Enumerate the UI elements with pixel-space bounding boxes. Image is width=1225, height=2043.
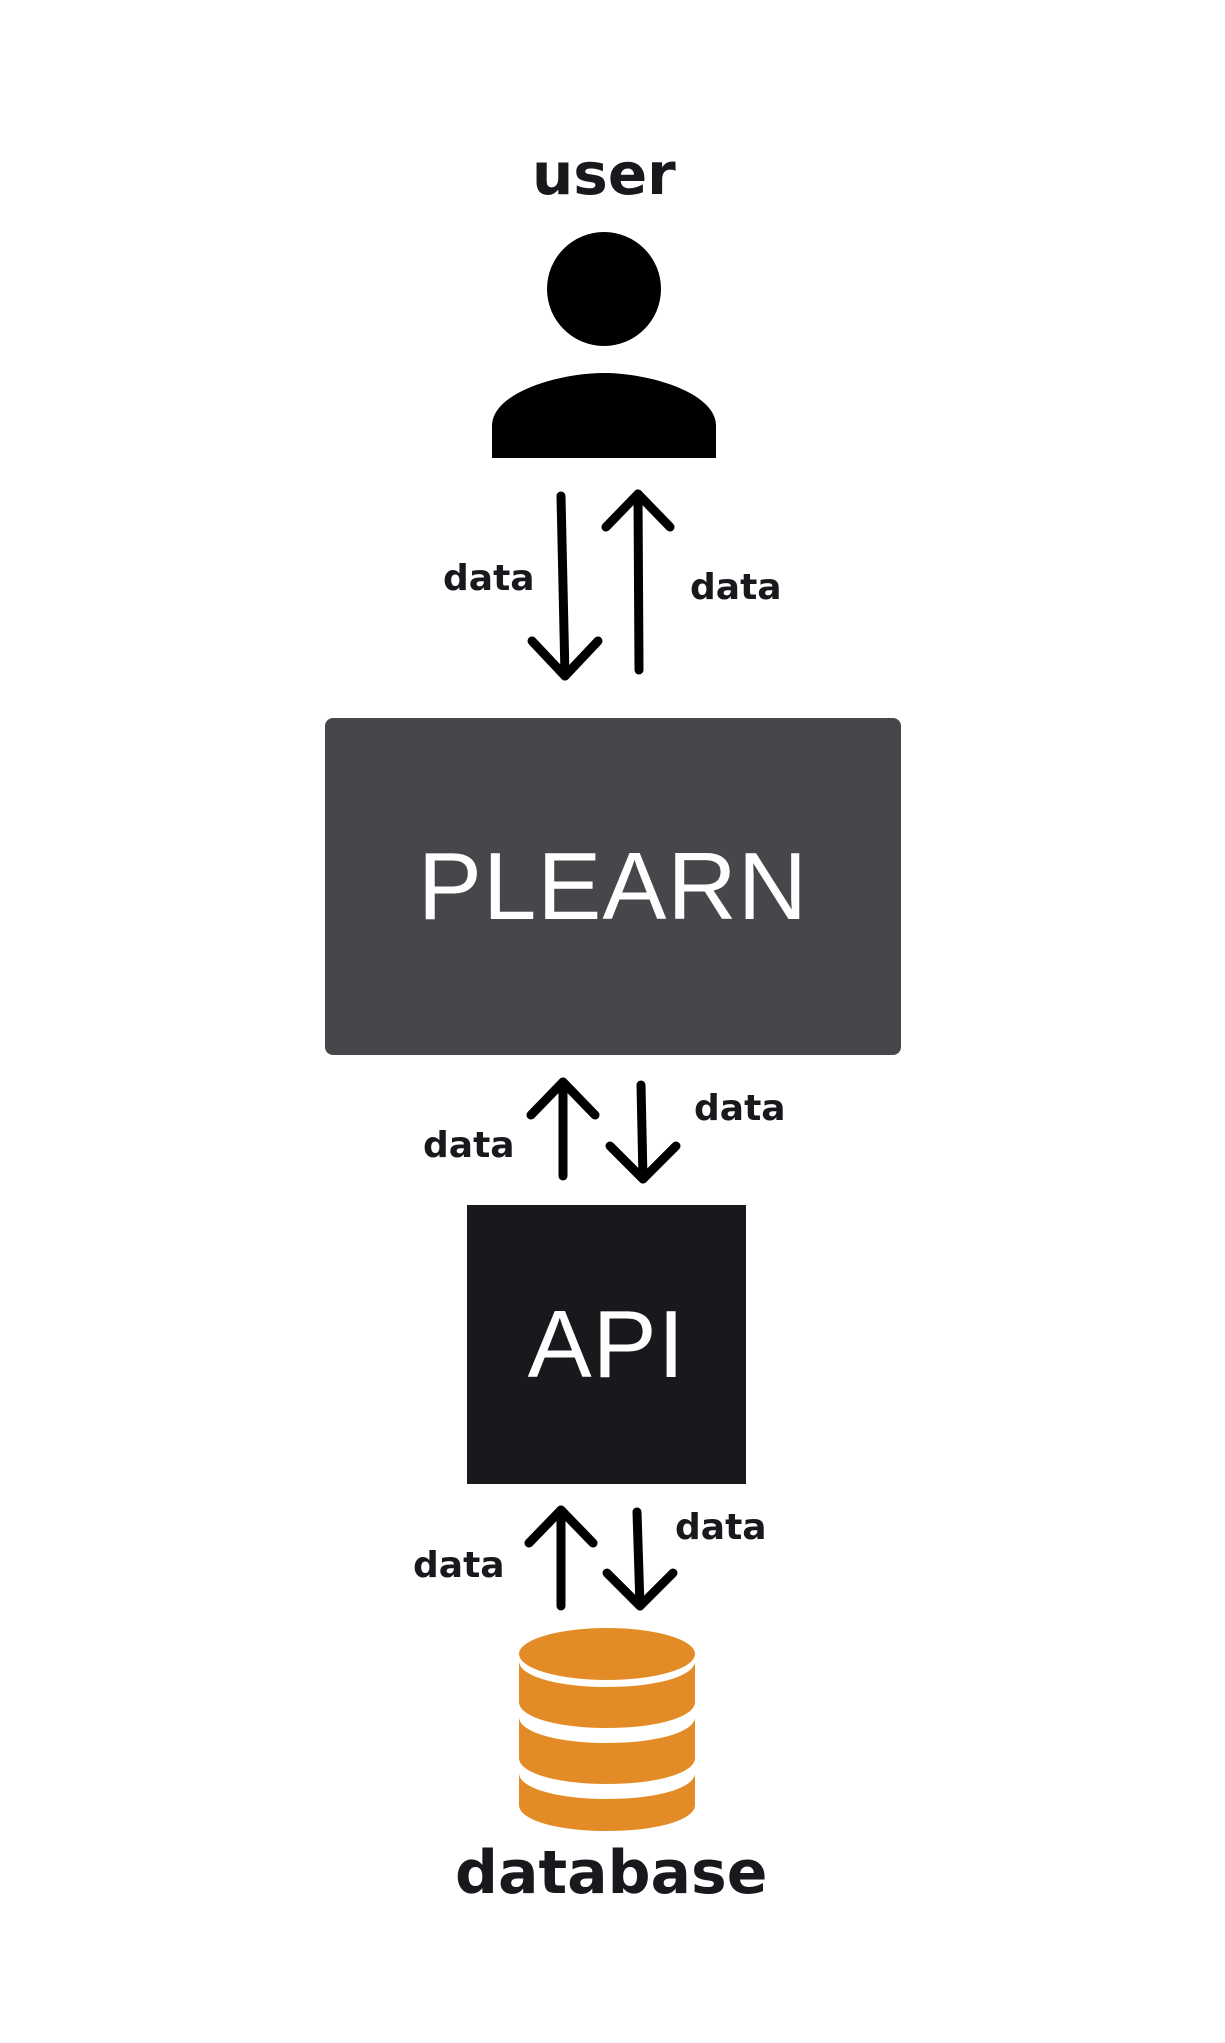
arrow-api-to-plearn [526, 1077, 600, 1181]
link-label-user-to-plearn: data [443, 558, 535, 599]
link-label-api-to-database: data [675, 1507, 767, 1548]
arrow-plearn-to-api [605, 1080, 681, 1184]
link-label-database-to-api: data [413, 1545, 505, 1586]
link-label-api-to-plearn: data [423, 1125, 515, 1166]
user-icon [492, 232, 716, 458]
api-node: API [467, 1205, 746, 1484]
plearn-label: PLEARN [417, 832, 809, 940]
arrow-database-to-api [524, 1505, 598, 1611]
plearn-node: PLEARN [325, 718, 901, 1055]
link-label-plearn-to-api: data [694, 1088, 786, 1129]
arrow-api-to-database [602, 1507, 678, 1611]
database-label: database [455, 1838, 768, 1908]
database-icon [519, 1628, 695, 1831]
api-label: API [527, 1290, 686, 1398]
arrow-plearn-to-user [601, 489, 675, 675]
arrow-user-to-plearn [527, 491, 603, 681]
user-label: user [532, 140, 676, 208]
link-label-plearn-to-user: data [690, 567, 782, 608]
